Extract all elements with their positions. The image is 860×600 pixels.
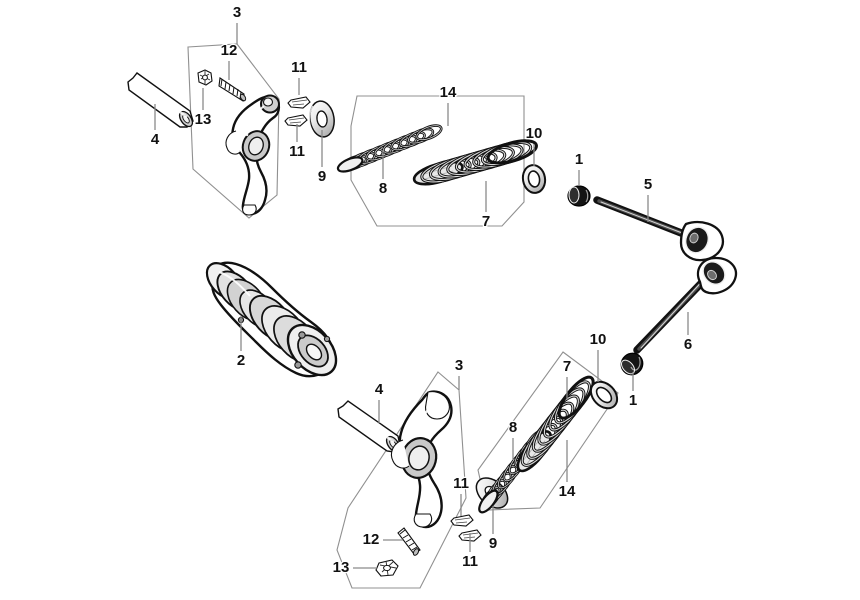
rocker-arm-top	[225, 94, 281, 216]
valve-spring-retainer-top	[521, 164, 547, 194]
valve-cotter-collets-top	[284, 96, 311, 127]
callout-11: 11	[461, 533, 479, 571]
valve-cotter-collets-bottom	[450, 514, 482, 542]
rocker-arm-group-bottom	[336, 371, 467, 589]
callout-13: 13	[331, 558, 377, 577]
callout-number: 1	[575, 151, 583, 168]
callout-number: 11	[453, 475, 469, 492]
callout-number: 9	[489, 535, 497, 552]
inner-valve-spring-top	[336, 121, 445, 175]
callout-1: 1	[628, 372, 638, 410]
tappet-adjusting-screw-top	[218, 77, 247, 102]
intake-valve	[593, 196, 725, 262]
callout-5: 5	[643, 175, 653, 222]
valve-stem-seal-top	[567, 185, 591, 207]
callout-number: 5	[644, 176, 652, 193]
callout-number: 11	[291, 59, 307, 76]
callout-number: 10	[590, 331, 607, 348]
callout-number: 1	[629, 392, 637, 409]
callout-number: 9	[318, 168, 326, 185]
rocker-arm-shaft-top	[127, 72, 194, 128]
callout-3: 3	[454, 356, 464, 390]
lock-nut-bottom	[375, 559, 399, 577]
callout-10: 10	[588, 330, 608, 382]
callout-1: 1	[574, 150, 584, 186]
rocker-arm-shaft-bottom	[337, 400, 401, 453]
callout-12: 12	[361, 530, 403, 549]
callout-9: 9	[317, 130, 327, 186]
exhaust-valve	[633, 256, 738, 354]
lock-nut-top	[197, 69, 213, 86]
callout-14: 14	[438, 83, 458, 126]
callout-4: 4	[374, 380, 385, 423]
callout-6: 6	[683, 312, 693, 354]
callout-4: 4	[150, 104, 161, 149]
callout-11: 11	[452, 474, 470, 516]
callout-number: 13	[333, 559, 350, 576]
outer-valve-spring-top	[412, 136, 538, 188]
valve-stem-seal-bottom	[620, 352, 644, 376]
callout-8: 8	[508, 418, 518, 460]
callout-number: 4	[151, 131, 160, 148]
inner-valve-spring-bottom	[477, 426, 549, 514]
callout-number: 14	[559, 483, 576, 500]
callout-7: 7	[481, 181, 491, 231]
callout-number: 3	[233, 4, 241, 21]
callout-2: 2	[236, 316, 246, 370]
camshaft	[205, 261, 338, 378]
callout-number: 10	[526, 125, 543, 142]
callout-number: 7	[482, 213, 490, 230]
callout-number: 14	[440, 84, 457, 101]
callout-number: 7	[563, 358, 571, 375]
callout-11: 11	[288, 124, 306, 161]
callout-11: 11	[290, 58, 308, 95]
valve-spring-group-top	[350, 95, 525, 227]
callout-number: 8	[379, 180, 387, 197]
callout-number: 12	[363, 531, 380, 548]
callout-number: 13	[195, 111, 212, 128]
rocker-arm-bottom	[390, 390, 453, 529]
callout-14: 14	[557, 440, 577, 501]
callout-number: 12	[221, 42, 238, 59]
callout-number: 2	[237, 352, 245, 369]
callout-layer: 3 12 11 13 11 4 9 14 8 7 10 1 5 6 2 3 4 10 7 1 8 14 11 9 11 12 13	[150, 3, 694, 578]
callout-number: 11	[462, 553, 478, 570]
callout-12: 12	[219, 41, 239, 80]
callout-3: 3	[232, 3, 242, 44]
callout-number: 3	[455, 357, 463, 374]
callout-8: 8	[378, 150, 388, 198]
callout-number: 4	[375, 381, 384, 398]
callout-number: 8	[509, 419, 517, 436]
valve-spring-seat-washer-top	[308, 100, 335, 138]
callout-10: 10	[524, 124, 544, 166]
callout-13: 13	[193, 88, 213, 129]
tappet-adjusting-screw-bottom	[397, 527, 421, 556]
callout-number: 11	[289, 143, 305, 160]
outer-valve-spring-bottom	[515, 375, 597, 473]
valve-spring-retainer-bottom	[589, 380, 619, 410]
callout-number: 6	[684, 336, 692, 353]
callout-7: 7	[562, 357, 572, 400]
callout-9: 9	[488, 506, 498, 553]
